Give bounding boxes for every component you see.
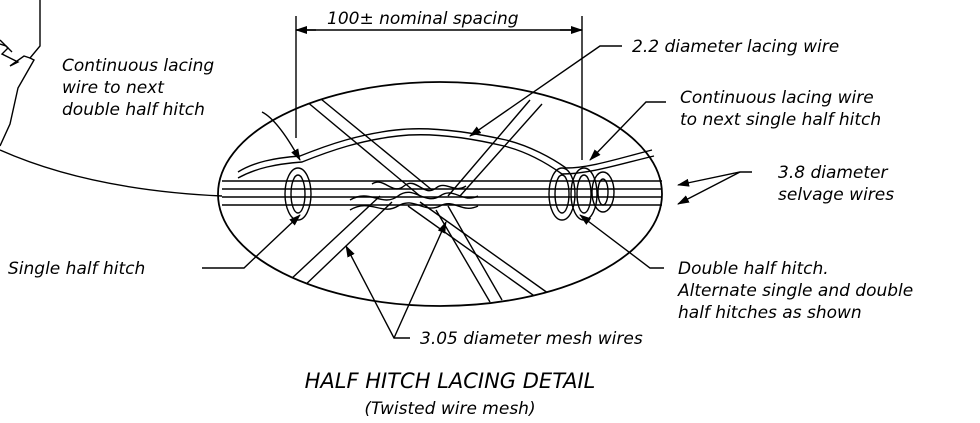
callout-continuous-single: Continuous lacing wire to next single ha…	[680, 88, 881, 130]
callout-double-half-hitch: Double half hitch. Alternate single and …	[677, 259, 913, 323]
wire-twist	[349, 181, 479, 211]
lacing-wire	[237, 128, 655, 179]
post-fragment	[0, 0, 223, 197]
callout-single-half-hitch: Single half hitch	[8, 259, 145, 279]
callout-lacing-wire: 2.2 diameter lacing wire	[632, 37, 839, 57]
callout-text: half hitches as shown	[678, 303, 862, 323]
callout-text: Continuous lacing	[62, 56, 214, 76]
double-half-hitch-loops	[548, 167, 615, 221]
callout-text: wire to next	[62, 78, 165, 98]
callout-mesh-wires: 3.05 diameter mesh wires	[420, 329, 643, 349]
dimension-spacing: 100± nominal spacing	[295, 9, 583, 160]
diagram-subtitle: (Twisted wire mesh)	[364, 399, 535, 419]
leaders	[202, 45, 752, 339]
callout-continuous-double: Continuous lacing wire to next double ha…	[62, 56, 214, 120]
callout-text: Continuous lacing wire	[680, 88, 874, 108]
callout-text: selvage wires	[778, 185, 894, 205]
single-half-hitch-loop	[284, 167, 312, 221]
callout-text: to next single half hitch	[680, 110, 881, 130]
callout-text: Alternate single and double	[677, 281, 913, 301]
detail-ellipse	[217, 81, 663, 307]
callout-selvage: 3.8 diameter selvage wires	[778, 163, 894, 205]
dimension-label: 100± nominal spacing	[327, 9, 519, 29]
callout-text: Double half hitch.	[678, 259, 829, 279]
diagram-title: HALF HITCH LACING DETAIL	[305, 369, 596, 393]
callout-text: double half hitch	[62, 100, 205, 120]
callout-text: 3.8 diameter	[778, 163, 889, 183]
mesh-wires	[289, 89, 553, 303]
